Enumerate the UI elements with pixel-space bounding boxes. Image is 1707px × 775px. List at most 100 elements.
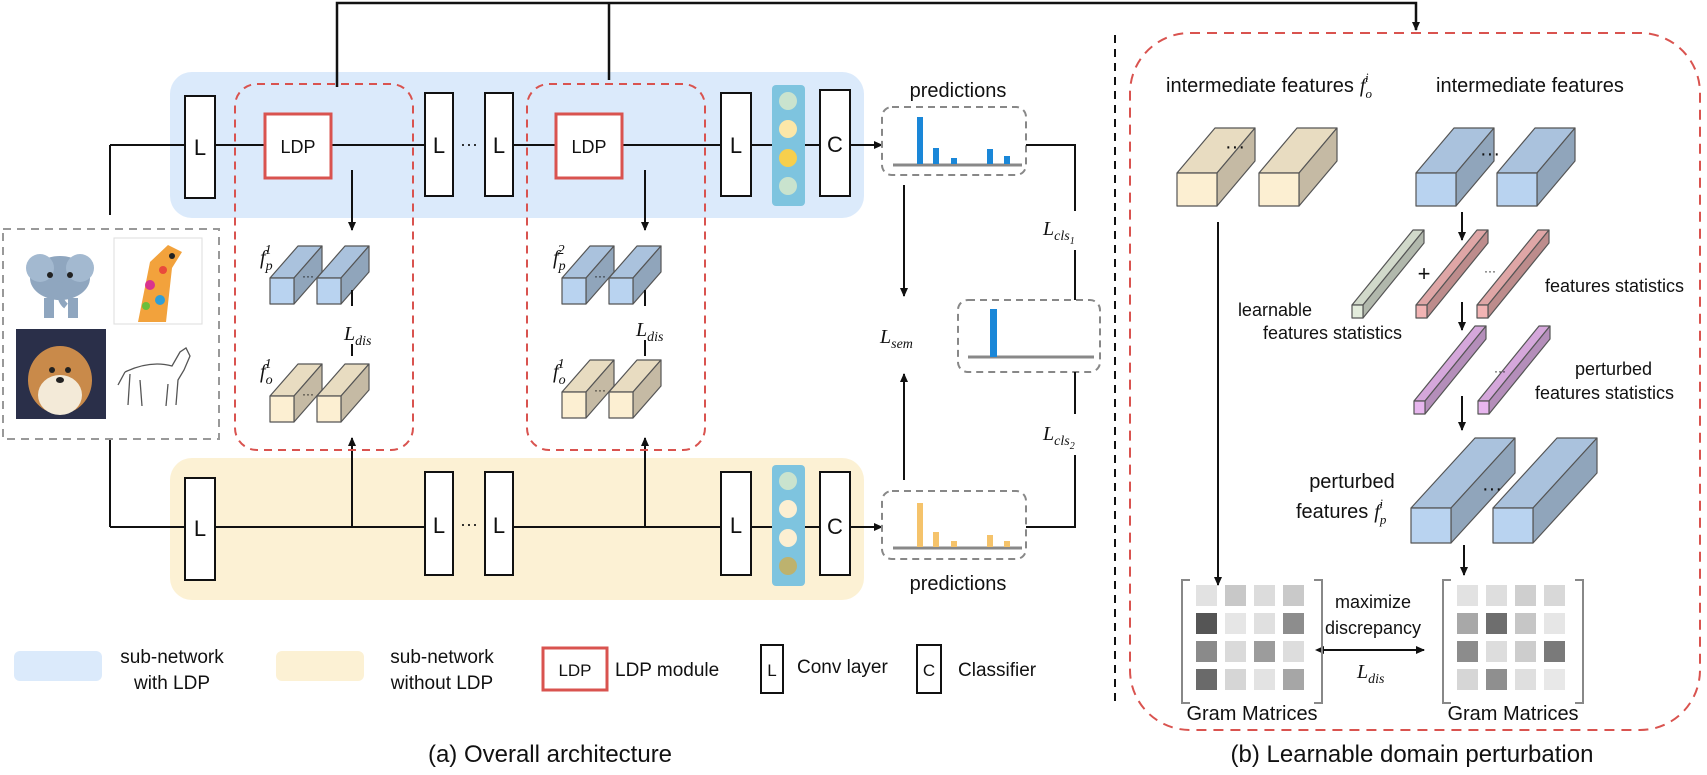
matrix-cell [1457,585,1478,606]
loss-connectors [900,144,1076,528]
input-images [2,228,220,440]
ellipsis-dots: ··· [1480,143,1500,165]
intermediate-cube-1 [1415,127,1495,207]
ellipsis-dots: ··· [594,383,606,397]
perturbed-cube-1 [1410,437,1516,544]
matrix-cell [1515,669,1536,690]
matrix-cell [1254,669,1275,690]
feature-cube [316,363,370,423]
svg-text:without LDP: without LDP [390,673,493,694]
giraffe-image [113,237,203,325]
caption-b: (b) Learnable domain perturbation [1231,741,1594,768]
conv-block-bottom-1: L [184,477,216,581]
svg-text:C: C [827,514,843,539]
label-gram-left: Gram Matrices [1186,703,1317,725]
matrix-cell [1283,613,1304,634]
pred-top-bar-2 [933,148,939,164]
matrix-cell [1544,613,1565,634]
conv-block-top-1: L [184,95,216,199]
top-pipeline [109,141,883,215]
ldp-region-2 [526,83,706,451]
cubes-right: ··············· [1176,127,1598,544]
matrix-cell [1544,641,1565,662]
svg-text:L: L [493,133,505,158]
matrix-cell [1283,585,1304,606]
horse-sketch-image [117,347,191,407]
label-ldis-1: Ldis [343,323,372,349]
label-plus: + [1418,261,1431,286]
dots-top-1: ··· [460,134,478,154]
matrix-cell [1225,669,1246,690]
ground-truth-box [957,299,1101,373]
pred-bottom-bar-1 [917,503,923,547]
ellipsis-dots: ··· [594,269,606,283]
stat-cube-2 [1476,229,1550,319]
classifier-features-bottom [772,465,805,586]
pred-bottom-bar-4 [987,535,993,547]
svg-text:L: L [433,133,445,158]
conv-block-bottom-4: L [720,471,752,576]
intermediate-cube-2 [1496,127,1576,207]
pred-bottom-bar-3 [951,541,957,547]
svg-text:LDP: LDP [558,661,591,680]
label-learnable-line1: learnable [1238,300,1312,320]
legend: sub-network with LDP sub-network without… [14,644,1037,694]
svg-text:LDP: LDP [280,137,315,157]
feature-cube [561,359,615,419]
conv-block-top-2: L [424,92,454,197]
label-discrepancy: discrepancy [1325,618,1421,638]
matrix-bracket [1181,579,1323,704]
matrix-cell [1196,641,1217,662]
ellipsis-dots: ··· [1494,364,1506,378]
ldp-region-1 [234,83,414,451]
matrix-bracket [1442,579,1584,704]
matrix-cell [1254,585,1275,606]
right-panel-arrows [1214,212,1468,654]
matrix-cell [1254,641,1275,662]
label-fp1: fp1 [260,243,273,274]
label-perturbed-line1: perturbed [1575,359,1652,379]
svg-text:L: L [433,513,445,538]
gram-matrix-right [1442,579,1584,704]
matrix-cell [1196,669,1217,690]
matrix-cell [1196,613,1217,634]
fo-cube-2 [1258,127,1338,207]
ellipsis-dots: ··· [1225,136,1245,158]
feature-cube [608,245,662,305]
prediction-box-bottom [881,490,1027,560]
label-features-statistics: features statistics [1545,276,1684,296]
label-learnable-line2: features statistics [1263,323,1402,343]
predictions-bottom-label: predictions [910,573,1007,595]
label-maximize: maximize [1335,592,1411,612]
svg-text:LDP: LDP [571,137,606,157]
svg-text:sub-network: sub-network [120,647,224,668]
stat-cube-1 [1415,229,1489,319]
svg-text:L: L [767,661,776,680]
svg-text:Conv layer: Conv layer [797,657,888,678]
label-lcls1: Lcls1 [1042,218,1075,247]
pred-top-bar-1 [917,117,923,164]
label-intermediate: intermediate features [1436,75,1624,97]
matrix-cell [1486,613,1507,634]
label-fo1: fo1 [260,357,273,388]
svg-text:L: L [194,516,206,541]
predictions-top-label: predictions [910,80,1007,102]
pred-top-bar-3 [951,158,957,164]
svg-text:sub-network: sub-network [390,647,494,668]
matrix-cell [1544,669,1565,690]
caption-a: (a) Overall architecture [428,741,672,768]
matrix-cell [1486,641,1507,662]
svg-text:L: L [493,513,505,538]
pred-top-bar-5 [1004,156,1010,164]
svg-text:L: L [194,135,206,160]
matrix-cell [1544,585,1565,606]
pred-top-bar-4 [987,149,993,164]
conv-block-bottom-3: L [484,471,514,576]
elephant-image [26,254,94,318]
matrix-cell [1515,613,1536,634]
ldis-connectors [351,290,646,356]
legend-with-ldp-swatch [14,651,102,681]
classifier-block-bottom: C [819,471,851,576]
